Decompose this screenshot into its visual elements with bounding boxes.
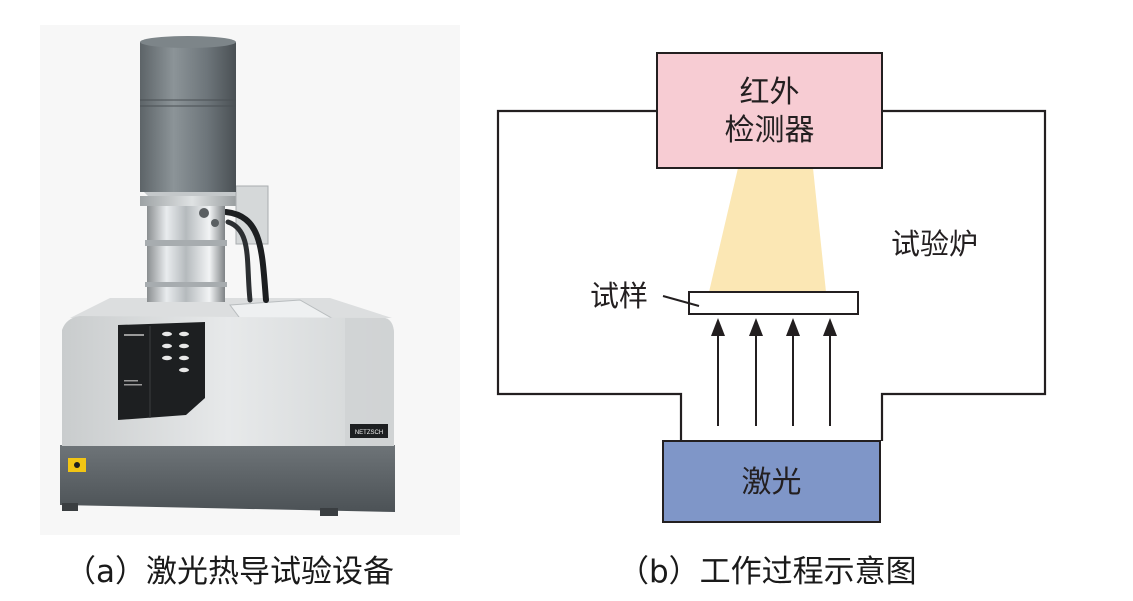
panel-text-line: [124, 380, 138, 382]
clamp-knob: [199, 208, 209, 218]
laser-box: [662, 440, 881, 523]
laser-arrow: [711, 318, 725, 426]
detector-tower-top: [140, 36, 236, 48]
cable-hose: [225, 219, 253, 303]
control-buttons: [124, 331, 189, 386]
control-button: [162, 355, 172, 361]
furnace-ring: [145, 240, 227, 246]
instrument-foot-right: [320, 508, 338, 516]
caption-a: （a）激光热导试验设备: [65, 554, 394, 590]
control-button: [179, 331, 189, 337]
laser-arrows: [711, 318, 837, 426]
laser-label: 激光: [742, 465, 802, 500]
instrument-foot-left: [62, 503, 78, 511]
panel-text-line: [124, 334, 144, 336]
sample-plate: [688, 291, 859, 315]
control-button: [179, 355, 189, 361]
control-panel: [118, 322, 205, 420]
furnace-flange-front: [140, 196, 244, 206]
furnace-ring: [145, 282, 227, 287]
brand-badge-text: NETZSCH: [355, 430, 383, 436]
sample-label: 试样: [590, 279, 648, 313]
schematic-diagram: 红外 检测器 试验炉 试样: [496, 52, 1047, 523]
furnace-label: 试验炉: [891, 227, 978, 261]
furnace-outline: [496, 109, 1047, 441]
clamp-knob: [211, 219, 219, 227]
detector-box: [656, 52, 883, 169]
detector-tower: [140, 42, 236, 192]
infrared-beam: [709, 168, 826, 292]
instrument-body: [62, 316, 394, 446]
instrument-base: [60, 445, 395, 512]
cable-hose: [223, 209, 269, 303]
brand-badge: [350, 424, 388, 438]
control-button: [179, 367, 189, 373]
laser-warning-icon: [74, 462, 80, 468]
laser-arrow: [786, 318, 800, 426]
control-button: [179, 343, 189, 349]
laser-arrow: [749, 318, 763, 426]
control-button: [162, 343, 172, 349]
instrument-body-side: [345, 318, 394, 446]
laser-arrow: [823, 318, 837, 426]
caption-b: （b）工作过程示意图: [618, 554, 917, 590]
sample-leader-line: [662, 295, 700, 307]
detector-label-line2: 检测器: [725, 113, 815, 148]
panel-text-line: [124, 384, 142, 386]
control-button: [162, 331, 172, 337]
detector-label-line1: 红外: [740, 75, 800, 110]
instrument-photo: NETZSCH: [40, 25, 460, 535]
